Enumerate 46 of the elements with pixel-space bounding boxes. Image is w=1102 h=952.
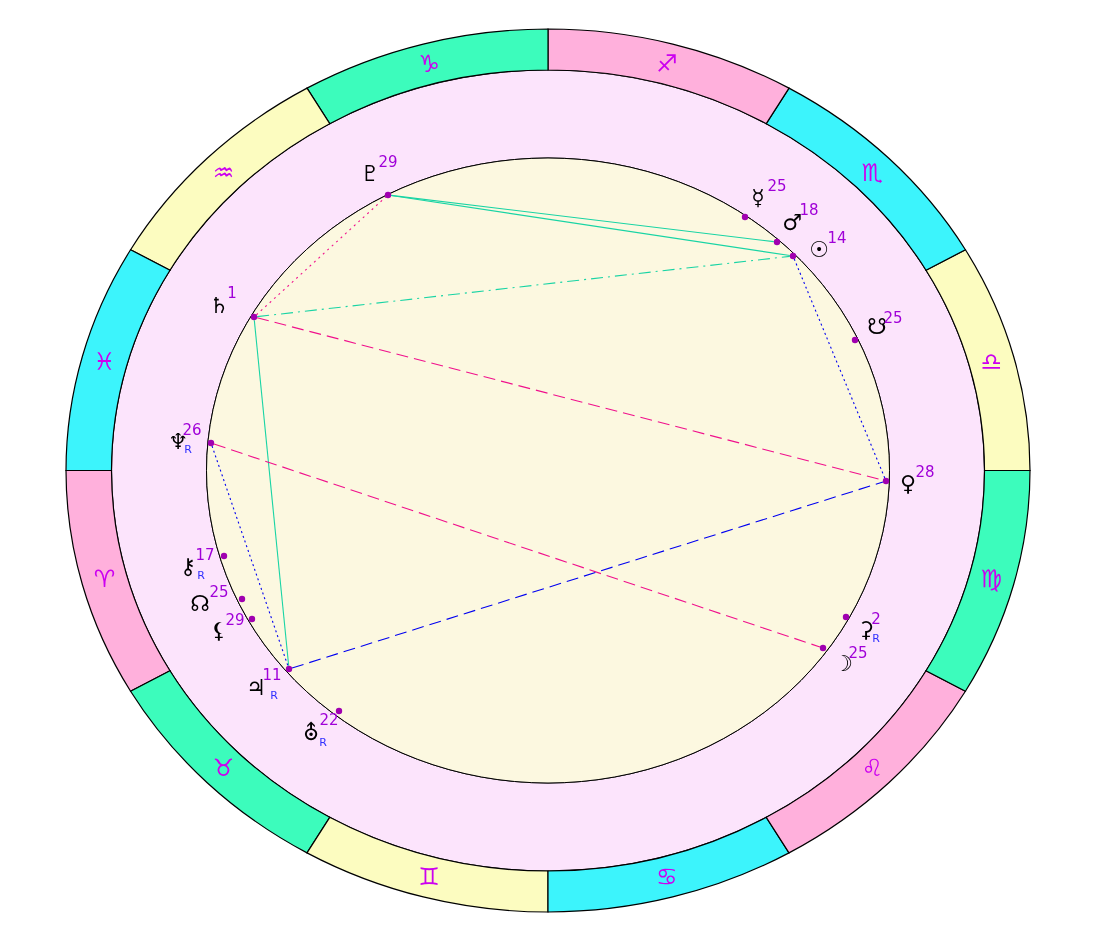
zodiac-symbol: ♌: [861, 756, 884, 781]
zodiac-symbol: ♈: [93, 567, 116, 592]
retrograde-mark: R: [270, 689, 278, 701]
degree-number: 29: [225, 612, 245, 628]
degree-number: 14: [827, 230, 847, 246]
degree-number: 28: [915, 464, 935, 480]
zodiac-symbol: ♒: [212, 160, 235, 185]
planet-symbol: ☉: [809, 239, 829, 261]
aspect-line: [390, 194, 791, 257]
retrograde-mark: R: [872, 632, 880, 644]
aspect-line: [253, 319, 290, 667]
degree-number: 22: [319, 712, 339, 728]
retrograde-mark: R: [319, 736, 327, 748]
planet-symbol: ☊: [190, 593, 210, 615]
zodiac-symbol: ♉: [212, 756, 235, 781]
planet-symbol: ⚷: [179, 556, 197, 578]
aspect-line: [256, 255, 791, 318]
planet-symbol: ☋: [867, 316, 887, 338]
degree-number: 2: [871, 611, 881, 627]
planet-symbol: ⛢: [302, 722, 320, 744]
degree-number: 17: [195, 547, 215, 563]
aspect-line: [255, 196, 387, 316]
zodiac-symbol: ♊: [418, 865, 440, 890]
planet-symbol: ♀: [899, 473, 917, 495]
zodiac-symbol: ♓: [93, 349, 116, 374]
zodiac-symbol: ♐: [656, 51, 678, 76]
zodiac-symbol: ♋: [656, 865, 678, 890]
aspect-line: [213, 443, 821, 648]
zodiac-symbol: ♍: [980, 567, 1003, 592]
degree-number: 11: [262, 667, 282, 683]
planet-symbol: ♄: [209, 295, 229, 317]
degree-number: 1: [227, 285, 237, 301]
planet-symbol: ☿: [751, 187, 765, 209]
degree-number: 25: [209, 584, 229, 600]
zodiac-symbol: ♎: [980, 349, 1003, 374]
retrograde-mark: R: [197, 569, 205, 581]
aspect-line: [291, 481, 884, 669]
retrograde-mark: R: [184, 443, 192, 455]
planet-symbol: ♂: [782, 212, 802, 234]
zodiac-symbol: ♑: [418, 51, 440, 76]
degree-number: 25: [767, 178, 787, 194]
planet-symbol: ♇: [360, 163, 380, 185]
aspect-line: [793, 258, 886, 479]
aspect-line: [211, 445, 289, 667]
degree-number: 29: [378, 154, 398, 170]
zodiac-symbol: ♏: [861, 160, 884, 185]
